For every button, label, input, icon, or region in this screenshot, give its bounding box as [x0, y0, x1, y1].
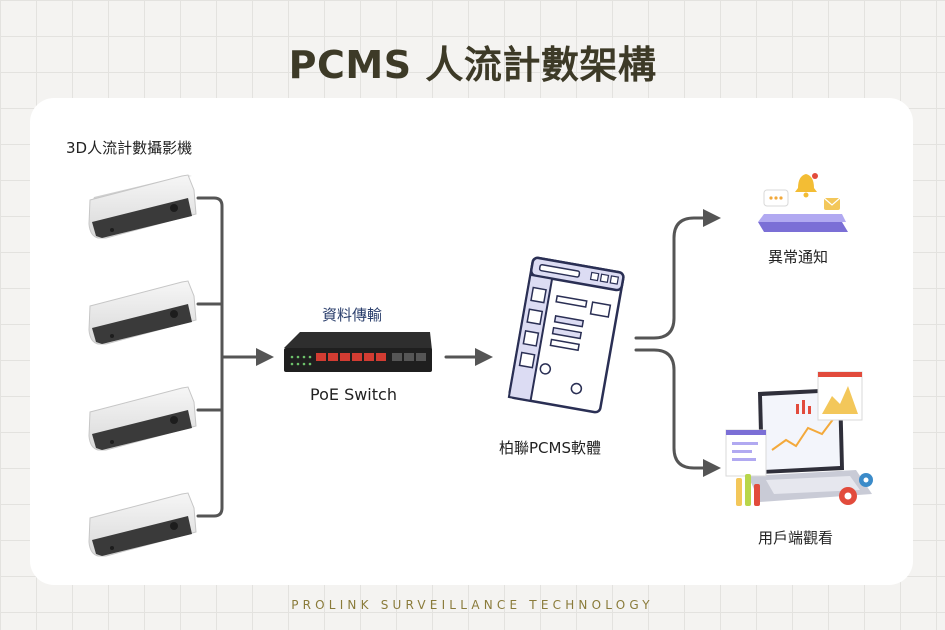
software-label: 柏聯PCMS軟體 [499, 439, 601, 457]
client-label: 用戶端觀看 [758, 529, 834, 547]
camera-2 [88, 280, 197, 345]
page-title: PCMS 人流計數架構 [288, 43, 657, 87]
transfer-label: 資料傳輸 [322, 306, 383, 324]
cameras-label: 3D人流計數攝影機 [66, 139, 193, 157]
camera-3 [88, 386, 197, 451]
camera-connectors [196, 196, 274, 518]
alert-label: 異常通知 [768, 248, 829, 266]
footer-brand: PROLINK SURVEILLANCE TECHNOLOGY [291, 598, 654, 612]
software-branch-arrows [634, 209, 721, 477]
client-laptop-icon [725, 371, 873, 506]
camera-1 [88, 174, 197, 239]
camera-4 [88, 492, 197, 557]
software-window-icon [507, 256, 625, 414]
poe-switch-icon [284, 332, 432, 372]
alert-notification-icon [758, 173, 848, 232]
switch-label: PoE Switch [310, 385, 397, 404]
